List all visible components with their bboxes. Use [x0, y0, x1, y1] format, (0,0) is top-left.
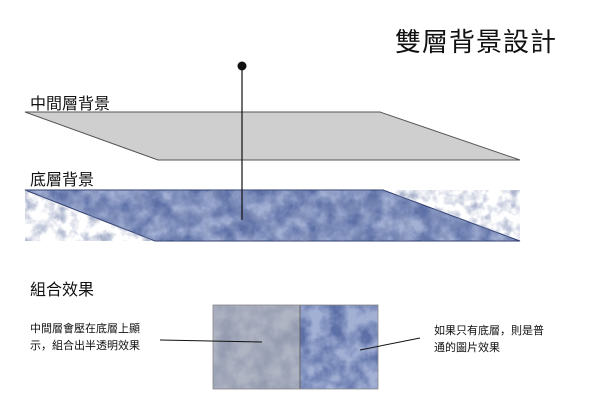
axis-pin-dot: [237, 61, 247, 71]
overlay-note: 中間層會壓在底層上顯示，組合出半透明效果: [30, 322, 140, 352]
bottom-layer-plane: [24, 189, 521, 242]
page-title: 雙層背景設計: [395, 28, 558, 58]
bottom-layer-label: 底層背景: [30, 170, 95, 189]
pointer-line-right: [359, 337, 421, 351]
combined-effect-label: 組合效果: [30, 280, 95, 299]
single-layer-note: 如果只有底層，則是普通的圖片效果: [434, 324, 544, 354]
combined-preview: [212, 304, 379, 390]
overlay-half: [213, 305, 300, 389]
pointer-line-left: [159, 339, 263, 343]
middle-layer-plane: [24, 111, 521, 161]
middle-layer-label: 中間層背景: [30, 94, 111, 113]
